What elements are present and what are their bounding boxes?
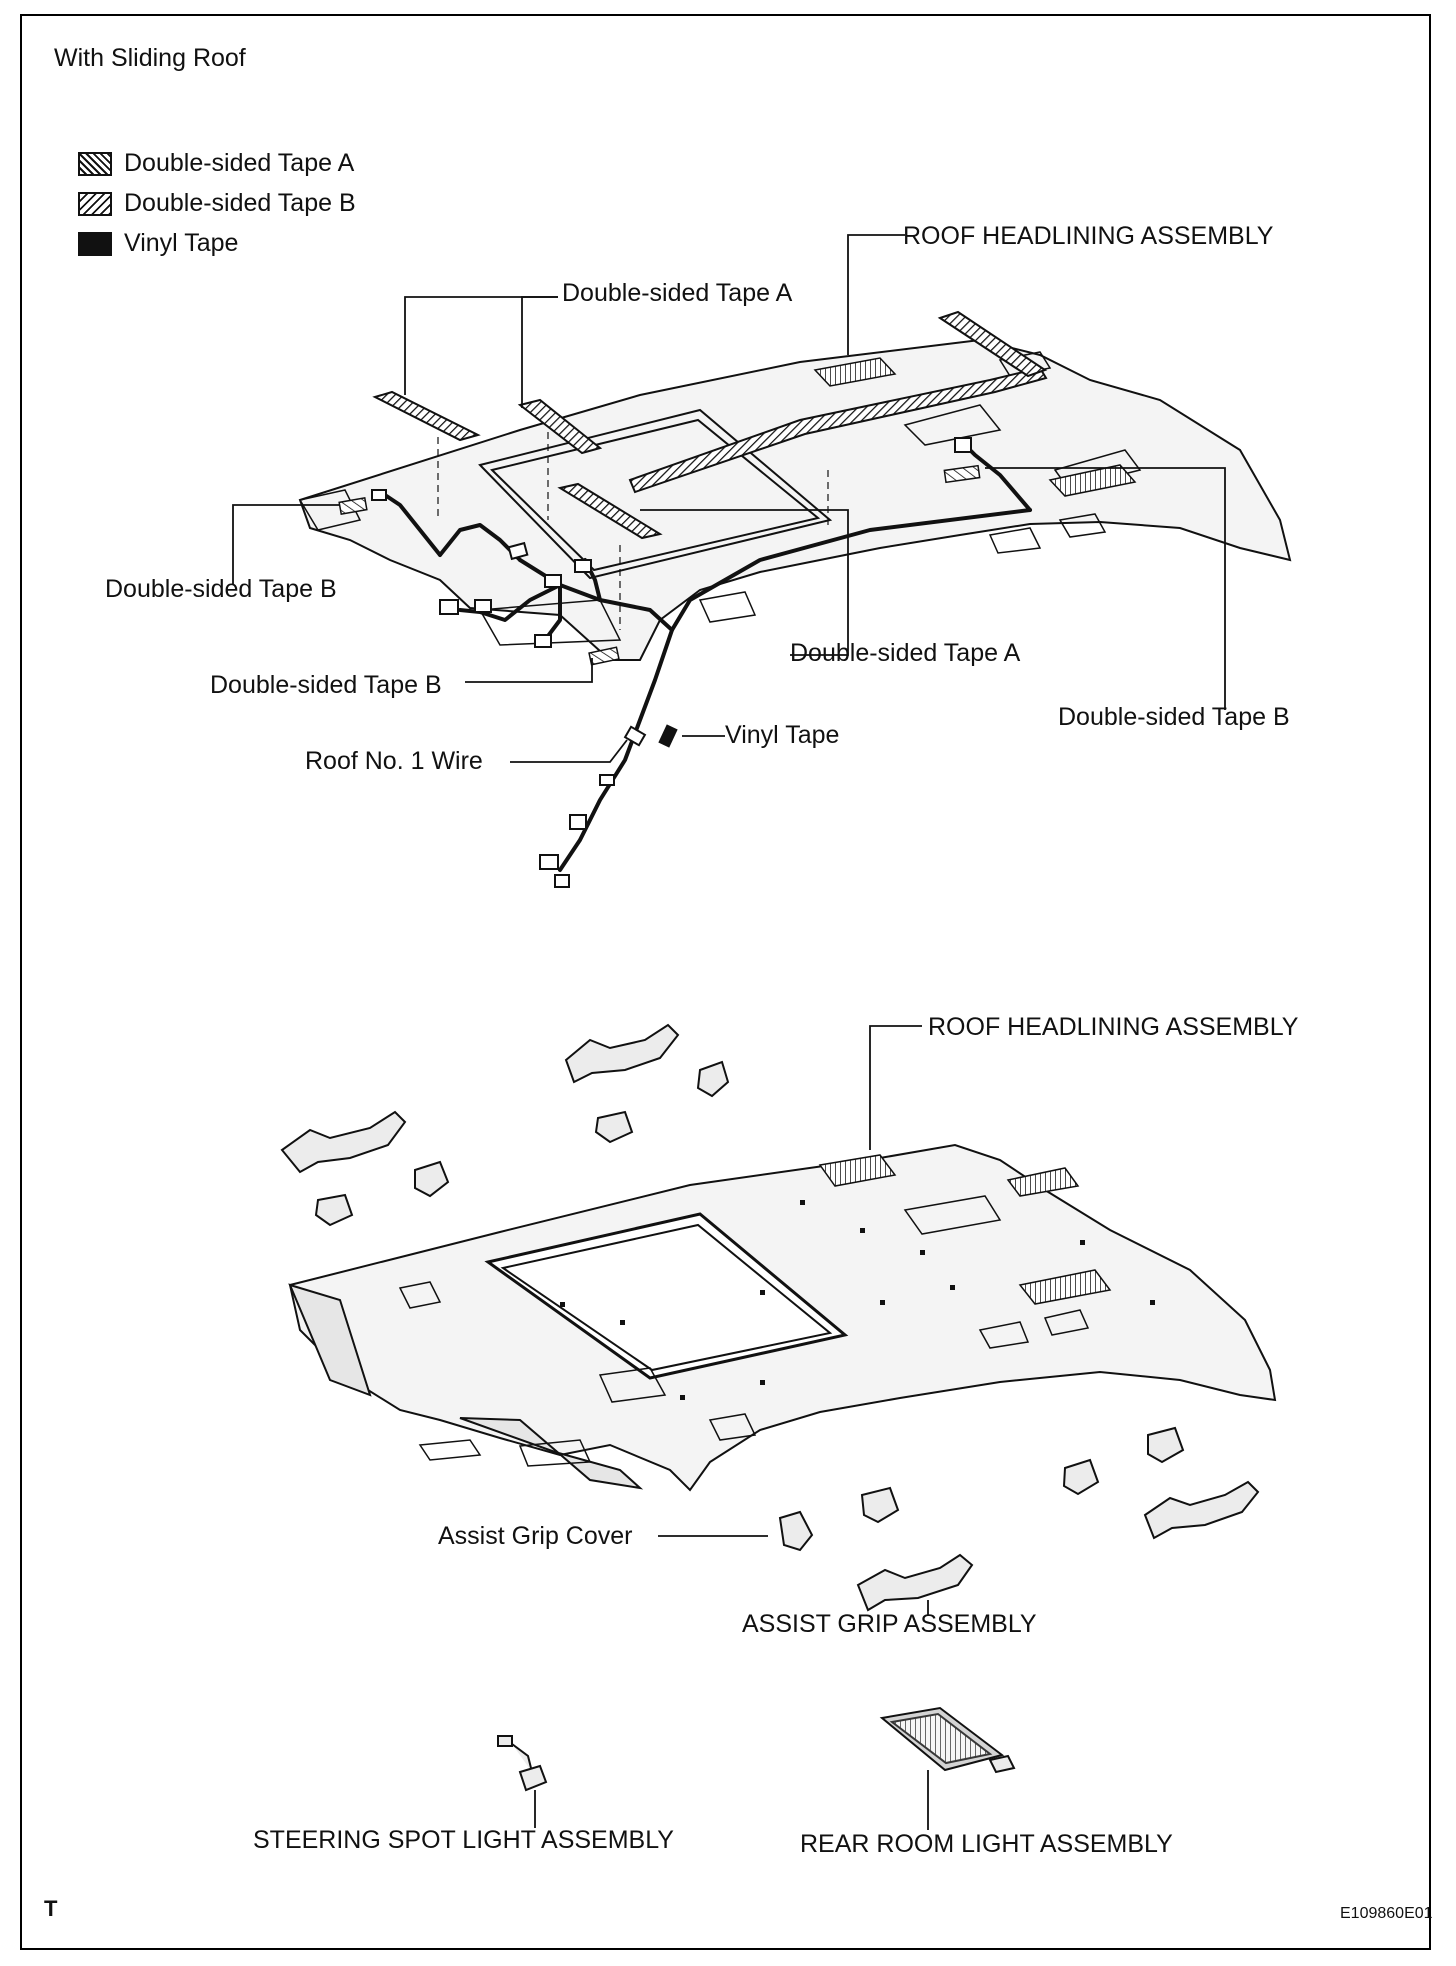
label-vinyl-tape: Vinyl Tape xyxy=(725,721,840,749)
tape-a-swatch-icon xyxy=(78,151,112,176)
label-roof-no1-wire: Roof No. 1 Wire xyxy=(305,747,483,775)
label-roof-headlining-bottom: ROOF HEADLINING ASSEMBLY xyxy=(928,1013,1299,1041)
corner-mark: T xyxy=(44,1896,58,1921)
double-sided-tape-b-pads xyxy=(338,464,981,666)
double-sided-tape-a-strips xyxy=(372,310,1048,540)
wire-connectors xyxy=(371,437,972,888)
legend-item-tape-a: Double-sided Tape A xyxy=(78,151,354,176)
legend-label-tape-b: Double-sided Tape B xyxy=(124,189,356,217)
legend-label-tape-a: Double-sided Tape A xyxy=(124,149,355,177)
lower-leader-lines xyxy=(534,1025,929,1830)
tape-b-swatch-icon xyxy=(78,191,112,216)
figure-code: E109860E01 xyxy=(1340,1905,1433,1922)
label-assist-grip-assembly: ASSIST GRIP ASSEMBLY xyxy=(742,1610,1037,1638)
label-tape-b-right: Double-sided Tape B xyxy=(1058,703,1290,731)
upper-leader-lines xyxy=(232,234,1226,763)
assist-grip-upper-parts xyxy=(280,1023,730,1227)
vinyl-tape-swatch-icon xyxy=(78,231,112,256)
upper-sunroof-opening xyxy=(478,408,833,580)
label-tape-a-middle: Double-sided Tape A xyxy=(790,639,1021,667)
upper-grille-vents xyxy=(813,357,1137,497)
diagram-frame xyxy=(20,14,1431,1950)
lower-grille-vents xyxy=(818,1154,1112,1305)
rear-room-light-part xyxy=(879,1706,1016,1774)
steering-spot-light-part xyxy=(497,1735,548,1792)
label-tape-b-left: Double-sided Tape B xyxy=(105,575,337,603)
legend-item-vinyl: Vinyl Tape xyxy=(78,231,238,256)
legend-item-tape-b: Double-sided Tape B xyxy=(78,191,356,216)
label-tape-a-top: Double-sided Tape A xyxy=(562,279,793,307)
alignment-dashed-lines xyxy=(437,432,829,630)
vinyl-tape-piece xyxy=(658,724,678,748)
lower-panel-clip-marks xyxy=(560,1200,1155,1400)
roof-no1-wire-harness xyxy=(383,443,1032,872)
label-assist-grip-cover: Assist Grip Cover xyxy=(438,1522,633,1550)
label-rear-room-light: REAR ROOM LIGHT ASSEMBLY xyxy=(800,1830,1173,1858)
legend-label-vinyl: Vinyl Tape xyxy=(124,229,239,257)
label-roof-headlining-top: ROOF HEADLINING ASSEMBLY xyxy=(903,222,1274,250)
page-title: With Sliding Roof xyxy=(54,44,246,72)
label-tape-b-lower-left: Double-sided Tape B xyxy=(210,671,442,699)
assist-grip-lower-parts xyxy=(778,1426,1260,1612)
label-steering-spot-light: STEERING SPOT LIGHT ASSEMBLY xyxy=(253,1826,674,1854)
lower-panel-details xyxy=(398,1195,1090,1467)
lower-sunroof-opening xyxy=(484,1212,849,1380)
